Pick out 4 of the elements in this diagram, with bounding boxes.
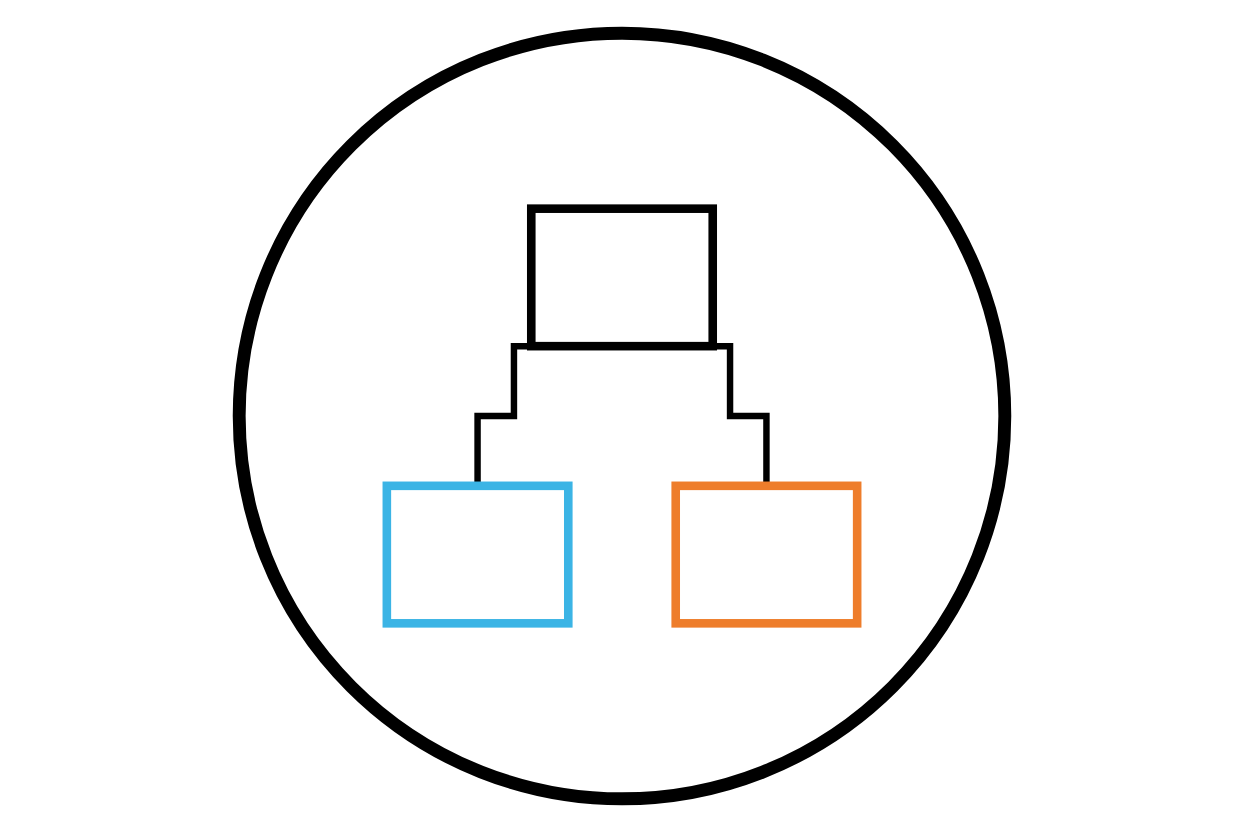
node-box <box>671 480 862 627</box>
node-box <box>527 203 717 350</box>
node-box <box>382 480 573 627</box>
cluster <box>232 25 1012 805</box>
